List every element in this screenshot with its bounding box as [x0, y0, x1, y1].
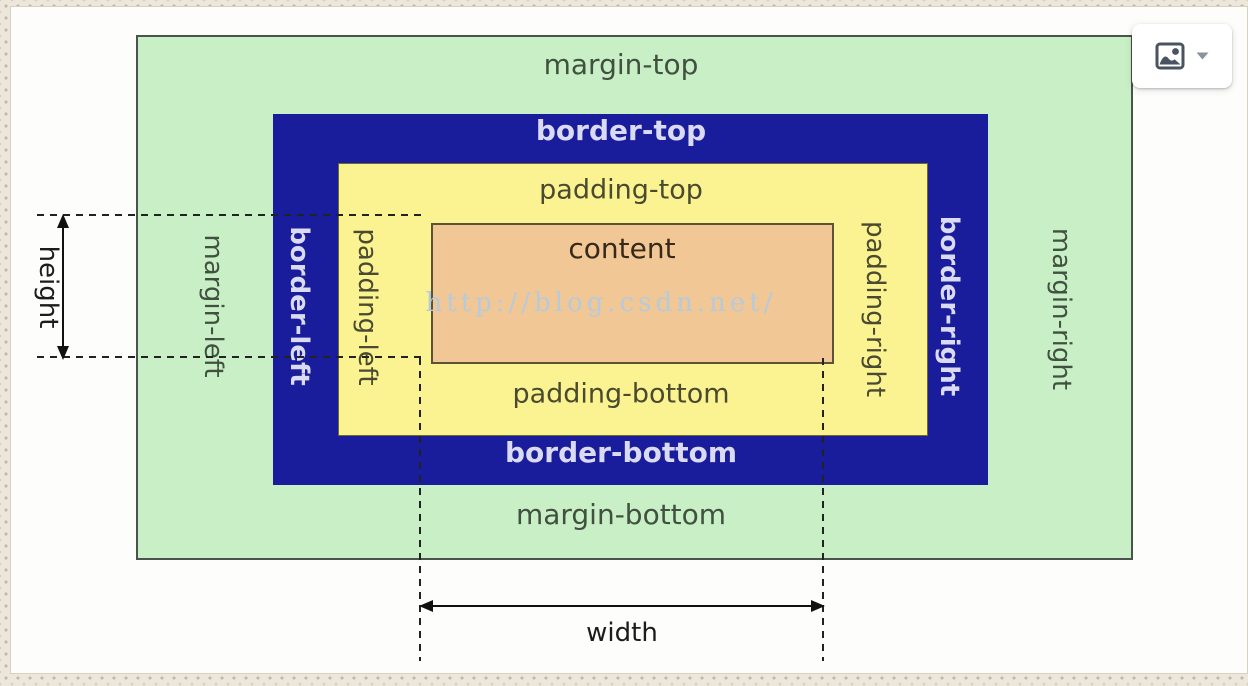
dashed-guide-content-left [419, 358, 421, 661]
content-canvas: margin-top border-top padding-top conten… [10, 6, 1248, 674]
dashed-guide-content-right [822, 358, 824, 661]
image-icon [1155, 42, 1185, 70]
padding-top-label: padding-top [539, 174, 703, 206]
dashed-guide-content-top [37, 214, 421, 216]
dashed-guide-content-bottom [37, 356, 421, 358]
content-box [431, 223, 834, 364]
padding-left-label: padding-left [352, 228, 382, 386]
border-right-label: border-right [934, 215, 964, 397]
watermark-text: http://blog.csdn.net/ [425, 288, 777, 318]
width-arrow [419, 600, 825, 612]
padding-bottom-label: padding-bottom [512, 378, 730, 410]
width-dimension-label: width [586, 618, 658, 648]
border-top-label: border-top [535, 114, 707, 147]
margin-right-label: margin-right [1046, 227, 1076, 391]
height-arrow [57, 214, 69, 360]
content-label: content [568, 232, 676, 265]
padding-right-label: padding-right [860, 220, 890, 398]
border-left-label: border-left [284, 226, 314, 386]
margin-bottom-label: margin-bottom [515, 498, 727, 531]
border-bottom-label: border-bottom [504, 436, 738, 469]
image-tool-button[interactable] [1132, 24, 1232, 88]
margin-top-label: margin-top [543, 48, 699, 81]
caret-down-icon [1196, 52, 1209, 60]
